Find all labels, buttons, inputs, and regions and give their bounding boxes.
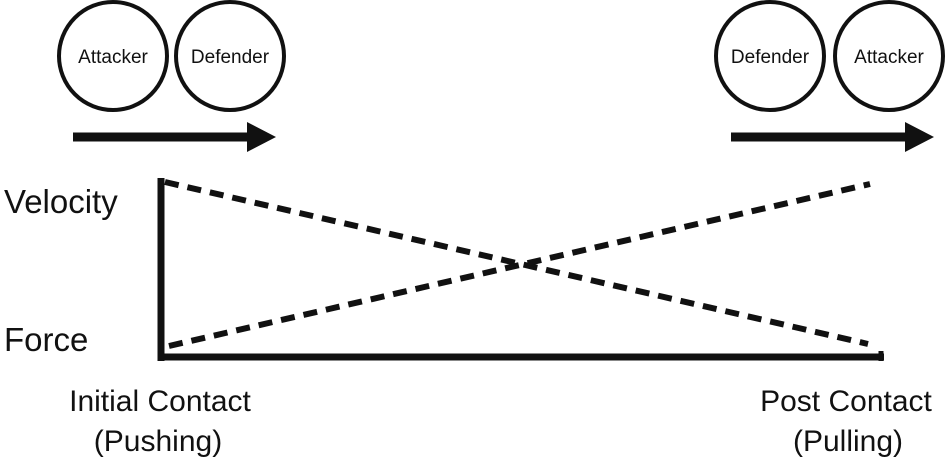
force-increase-line bbox=[168, 181, 871, 349]
left-circle-attacker-label: Attacker bbox=[78, 47, 148, 68]
x-label-pushing: (Pushing) bbox=[94, 425, 222, 458]
left-circle-defender-label: Defender bbox=[191, 47, 270, 68]
right-circle-attacker-label: Attacker bbox=[854, 47, 924, 68]
right-circle-defender-label: Defender bbox=[731, 47, 810, 68]
x-label-pulling: (Pulling) bbox=[793, 425, 903, 458]
left-circle-attacker bbox=[57, 0, 169, 112]
left-direction-arrow bbox=[73, 122, 276, 152]
y-label-force: Force bbox=[4, 321, 88, 358]
right-direction-arrow bbox=[731, 122, 934, 152]
right-circle-defender bbox=[714, 0, 826, 112]
x-label-post-contact: Post Contact bbox=[760, 385, 932, 418]
velocity-decrease-line bbox=[164, 179, 869, 347]
right-circle-attacker bbox=[833, 0, 945, 112]
x-label-initial-contact: Initial Contact bbox=[69, 385, 251, 418]
y-label-velocity: Velocity bbox=[4, 183, 118, 220]
left-circle-defender bbox=[174, 0, 286, 112]
